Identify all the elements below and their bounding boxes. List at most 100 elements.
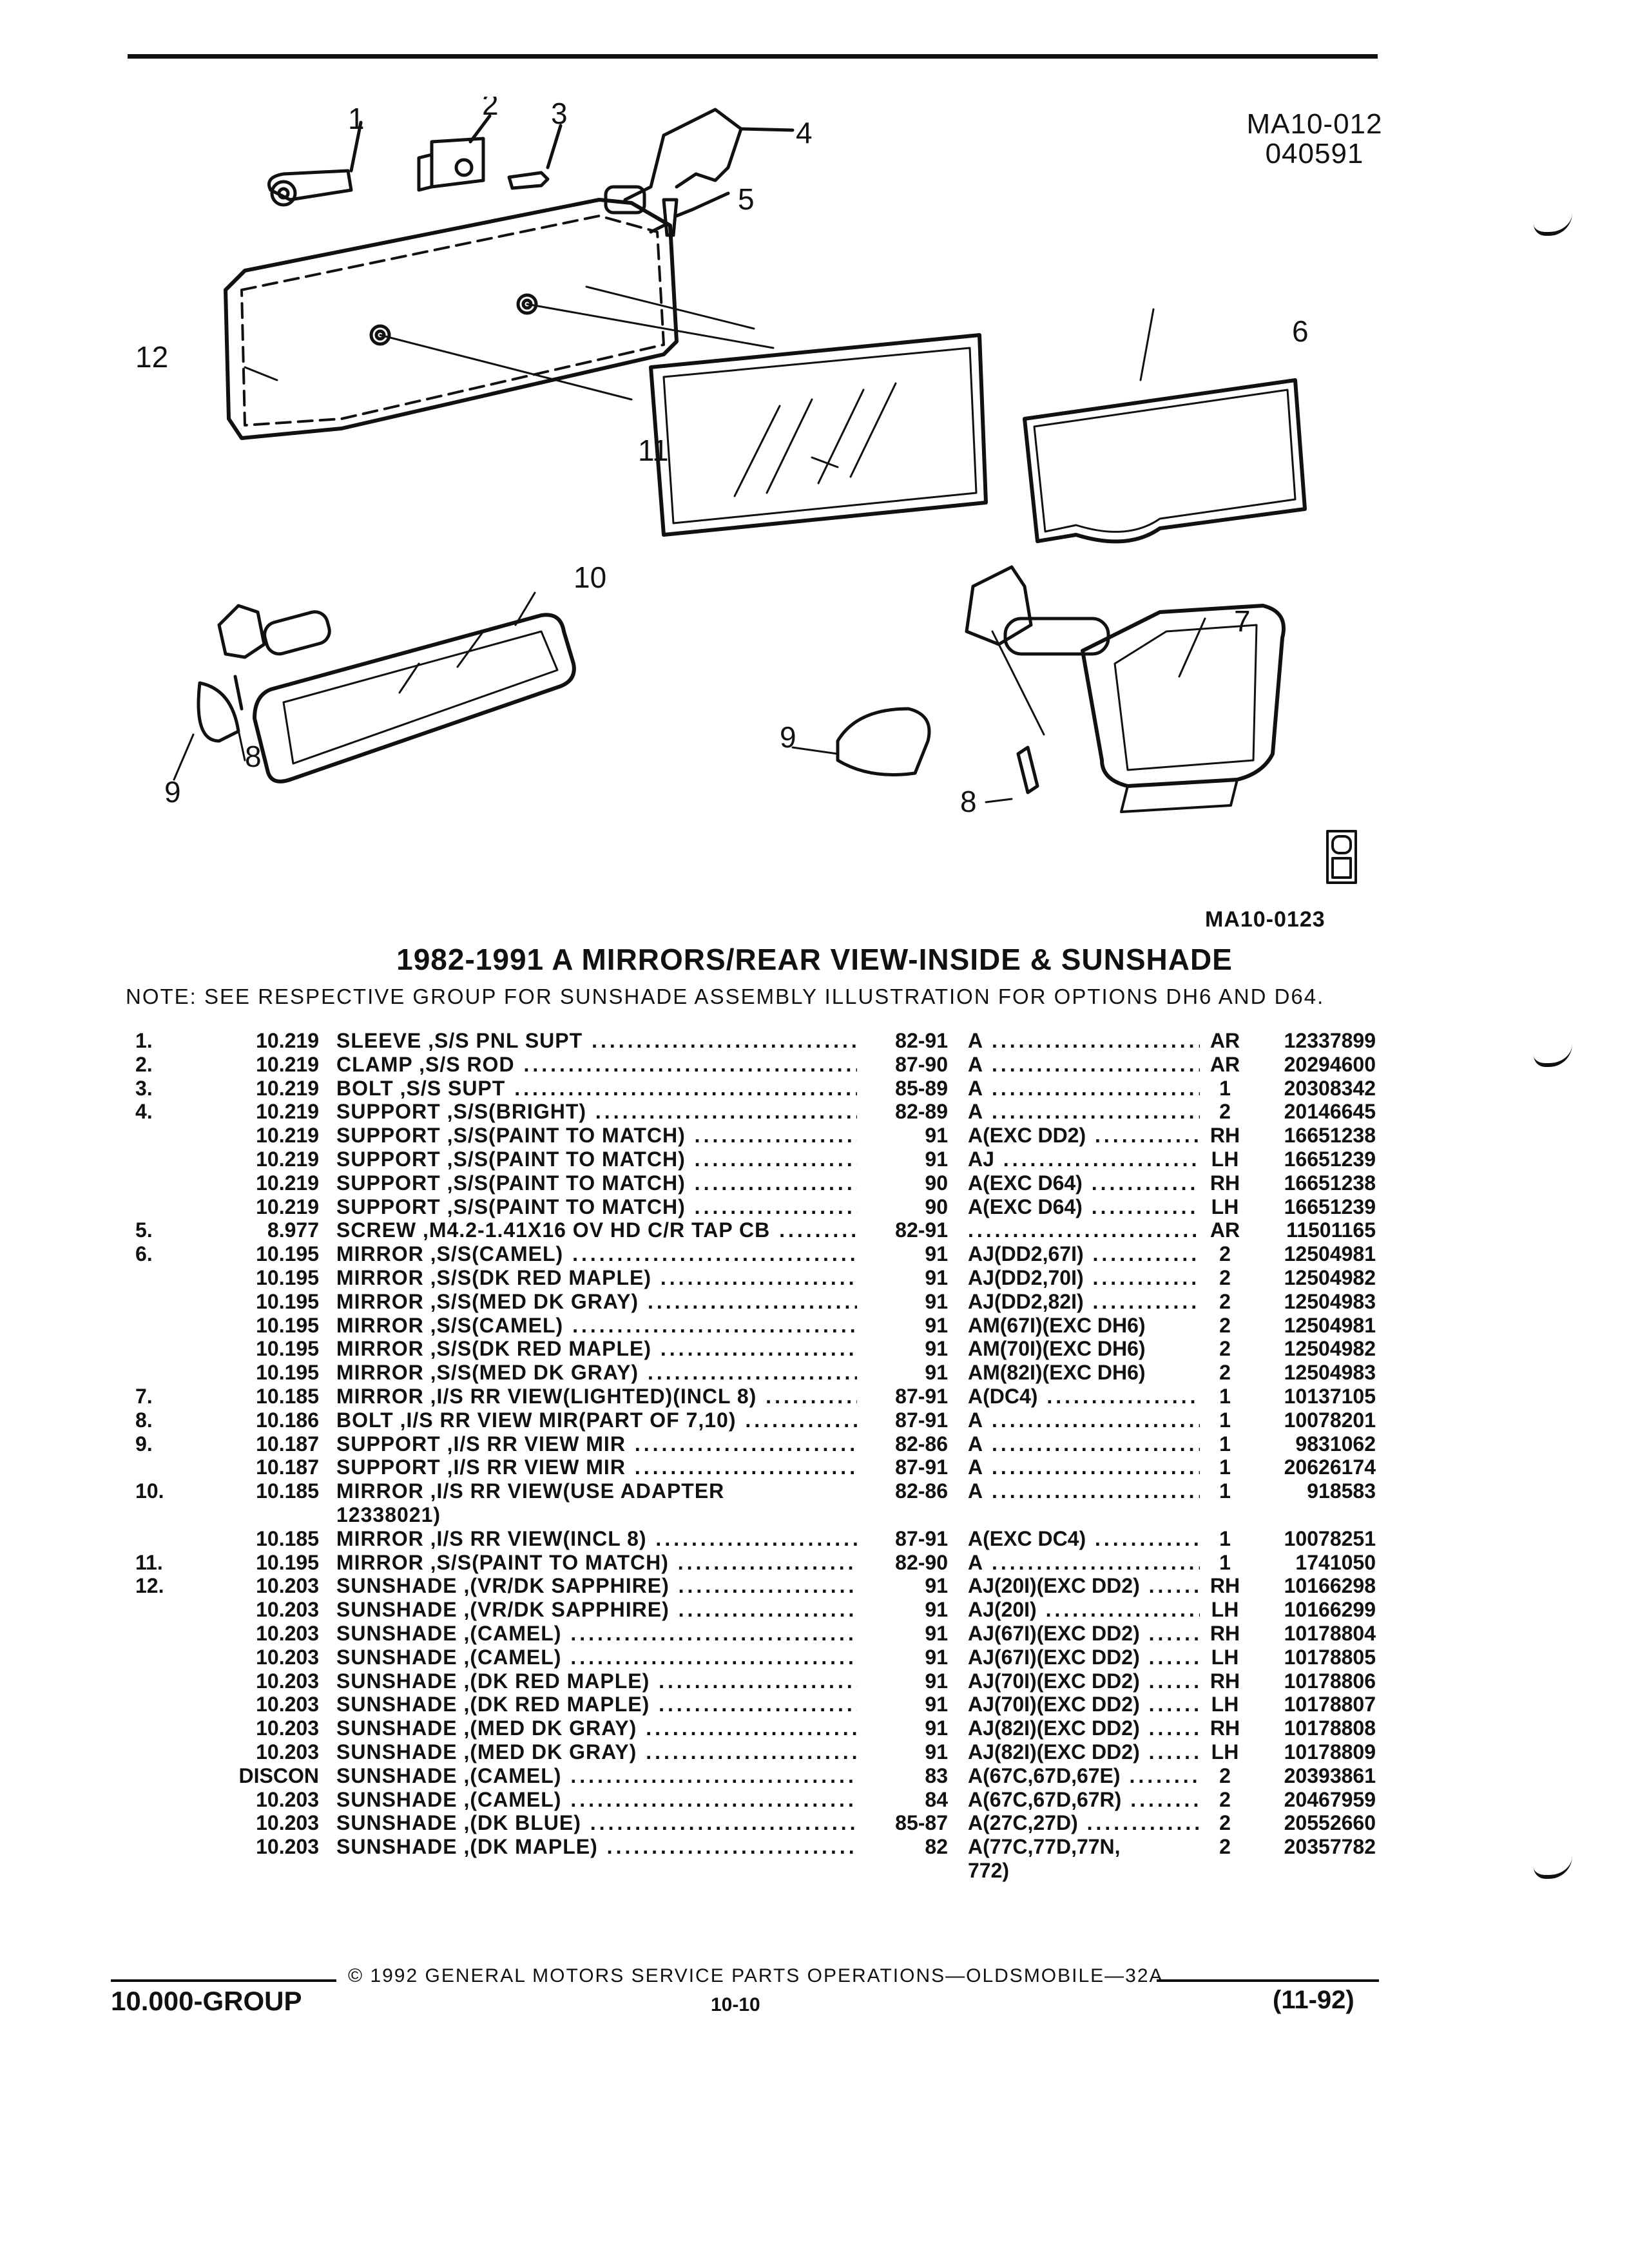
cell-pn: 20393861 [1284,1763,1376,1787]
note-text: NOTE: SEE RESPECTIVE GROUP FOR SUNSHADE … [126,985,1325,1008]
cell-desc: SUNSHADE ,(VR/DK SAPPHIRE) [336,1598,884,1621]
cell-yr: 82-91 [857,1218,948,1242]
cell-desc: SUNSHADE ,(MED DK GRAY) [336,1740,884,1763]
cell-desc: SUNSHADE ,(DK RED MAPLE) [336,1669,884,1693]
cell-pn: 12337899 [1284,1029,1376,1052]
cell-pn: 20357782 [1284,1835,1376,1859]
cell-desc: MIRROR ,S/S(CAMEL) [336,1242,884,1265]
cell-yr: 91 [857,1622,948,1645]
cell-opt: A(27C,27D) [968,1811,1200,1834]
cell-opt: AJ(DD2,67I) [968,1242,1200,1265]
cell-qty: RH [1200,1716,1250,1740]
table-row-continuation: 12338021) [0,1503,1629,1526]
cell-cat: 10.203 [256,1716,319,1740]
cell-cat: 10.219 [256,1124,319,1148]
cell-item: 4. [135,1100,153,1124]
cell-desc: SLEEVE ,S/S PNL SUPT [336,1029,884,1052]
cell-qty: 1 [1200,1550,1250,1574]
footer-rule-right [1157,1979,1379,1982]
cell-cat: 10.203 [256,1622,319,1645]
support-9-right [836,707,931,776]
cell-qty: 2 [1200,1361,1250,1385]
cell-cat: 10.203 [256,1693,319,1716]
cell-yr: 87-91 [857,1456,948,1479]
cell-desc: SUNSHADE ,(DK MAPLE) [336,1835,884,1858]
cell-cat: 10.219 [256,1100,319,1124]
cell-opt: A(67C,67D,67R) [968,1788,1200,1811]
gm-spo-logo [1326,830,1357,884]
binder-mark [1534,213,1572,236]
cell-opt: A(77C,77D,77N, [968,1835,1121,1859]
cell-pn: 16651238 [1284,1171,1376,1195]
cell-opt: A [968,1551,1200,1574]
cell-yr: 91 [857,1645,948,1669]
cell-cat: 10.219 [256,1171,319,1195]
cell-opt: A [968,1479,1200,1503]
callout-12: 12 [135,340,168,374]
cell-cat: 10.195 [256,1313,319,1337]
cell-cat: 10.195 [256,1361,319,1385]
drawing-code: MA10-012 040591 [1244,110,1385,169]
cell-item: 12. [135,1574,164,1598]
cell-yr: 82-89 [857,1100,948,1124]
cell-cat: 10.203 [256,1574,319,1598]
cell-qty: RH [1200,1124,1250,1148]
parts-illustration: 1 2 3 4 5 6 7 8 8 9 9 10 11 12 [135,97,1357,884]
cell-qty: AR [1200,1029,1250,1052]
cell-pn: 20467959 [1284,1787,1376,1811]
cell-item: 6. [135,1242,153,1266]
cell-qty: 2 [1200,1763,1250,1787]
cell-opt: A [968,1053,1200,1076]
cell-yr: 87-91 [857,1526,948,1550]
cell-pn: 12504982 [1284,1337,1376,1361]
screw-part [649,191,730,237]
cell-pn: 10137105 [1284,1385,1376,1408]
callout-8a: 8 [245,740,262,773]
cell-cat: DISCON [238,1763,319,1787]
cell-opt: A [968,1100,1200,1123]
cell-desc: SUNSHADE ,(CAMEL) [336,1646,884,1669]
cell-desc: SUNSHADE ,(DK RED MAPLE) [336,1693,884,1716]
cell-yr: 91 [857,1716,948,1740]
cell-yr: 91 [857,1266,948,1289]
cell-desc: MIRROR ,S/S(CAMEL) [336,1314,884,1337]
cell-cat: 10.203 [256,1811,319,1835]
cell-opt: A [968,1029,1200,1052]
cell-opt: AJ(DD2,70I) [968,1266,1200,1289]
cell-qty: LH [1200,1598,1250,1622]
cell-qty: LH [1200,1645,1250,1669]
cell-qty: 2 [1200,1787,1250,1811]
cell-item: 11. [135,1550,163,1574]
cell-desc: SUPPORT ,S/S(BRIGHT) [336,1100,884,1123]
cell-item: 9. [135,1432,153,1456]
cell-cat: 10.219 [256,1195,319,1218]
cell-desc: MIRROR ,S/S(MED DK GRAY) [336,1361,884,1384]
cell-opt: A(67C,67D,67E) [968,1764,1200,1787]
cell-yr: 85-87 [857,1811,948,1835]
cell-qty: LH [1200,1195,1250,1218]
cell-cat: 10.203 [256,1598,319,1622]
cell-desc: SUPPORT ,S/S(PAINT TO MATCH) [336,1195,884,1218]
cell-desc: MIRROR ,I/S RR VIEW(INCL 8) [336,1527,884,1550]
cell-cat: 10.203 [256,1787,319,1811]
copyright: © 1992 GENERAL MOTORS SERVICE PARTS OPER… [348,1965,1164,1986]
cell-pn: 16651238 [1284,1124,1376,1148]
binder-mark [1534,1856,1572,1879]
cell-opt: AJ(20I) [968,1598,1200,1621]
cell-yr: 91 [857,1337,948,1361]
